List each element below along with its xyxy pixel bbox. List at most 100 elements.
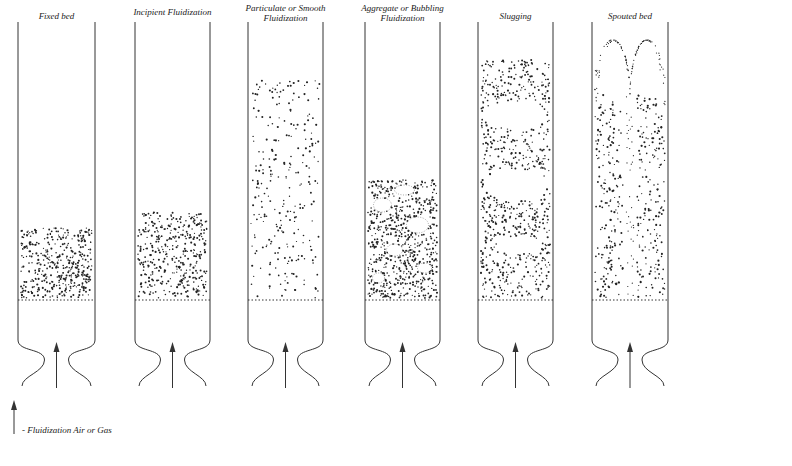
particle [375,259,377,261]
column-wall [185,22,211,386]
particle [277,85,278,86]
particle [369,295,371,297]
particle [150,285,151,286]
particle [435,185,436,186]
particle [305,165,307,167]
particle [152,271,154,273]
particle [150,291,152,293]
particle [433,189,435,191]
particle [172,212,174,214]
particle [421,242,423,244]
particle [508,82,510,84]
particle [274,209,275,210]
particle [536,216,538,218]
particle [190,242,192,244]
particle [187,280,188,281]
particle [140,286,142,288]
particle [252,179,254,181]
particle [147,261,148,262]
particle [157,236,159,238]
particle [287,282,289,284]
particle [481,122,483,124]
particle [374,198,375,199]
particle [204,251,206,253]
particle [200,226,201,227]
particle [400,207,401,208]
particle [91,230,92,231]
particle [368,226,370,228]
particle [500,76,502,78]
particle [388,218,390,220]
particle [203,229,205,231]
particle [264,214,266,216]
particle [58,282,59,283]
particle [142,264,144,266]
particle [511,295,512,296]
particle [518,84,520,86]
particle [145,281,147,283]
particle [26,234,28,236]
particle [35,244,37,246]
particle [383,245,385,247]
particle [58,234,59,235]
particle [201,236,202,237]
particle [28,250,30,252]
particle [55,267,57,269]
particle [429,264,430,265]
particle [509,92,511,94]
particle [203,232,205,234]
particle [269,285,271,287]
particle [38,270,40,272]
particle [400,293,401,294]
particle [151,278,153,280]
particle [482,90,484,92]
particle [402,227,404,229]
particle [35,278,37,280]
particle [193,288,195,290]
particle [414,259,416,261]
particle [82,265,83,266]
particle [489,226,491,228]
particle [29,232,30,233]
particle [294,206,295,207]
particle [389,281,391,283]
particle [489,214,491,216]
particle [37,294,39,296]
particle [382,272,384,274]
particle [413,212,415,214]
particle [177,232,178,233]
particle [72,294,74,296]
particle [483,77,484,78]
particle [388,296,390,298]
particle [55,227,57,229]
particle [68,263,70,265]
particle [549,193,551,195]
particle [143,269,145,271]
particle [139,263,140,264]
column-wall [642,22,668,386]
particle [401,262,402,263]
particle [418,295,420,297]
particle [426,198,428,200]
particle [36,262,38,264]
particle [180,234,181,235]
particle [507,207,508,208]
particle [197,289,199,291]
particle [289,167,290,168]
particle [269,273,271,275]
particle [164,271,166,273]
particle [540,253,542,255]
particle [485,230,487,232]
particle [430,295,432,297]
particle [384,287,385,288]
particle [183,278,185,280]
particle [279,117,280,118]
particle [78,271,80,273]
particle [309,183,311,185]
particle [377,241,379,243]
particle [491,282,493,284]
particle [373,222,375,224]
particle [62,237,64,239]
particle [297,172,299,174]
particle [270,243,272,245]
